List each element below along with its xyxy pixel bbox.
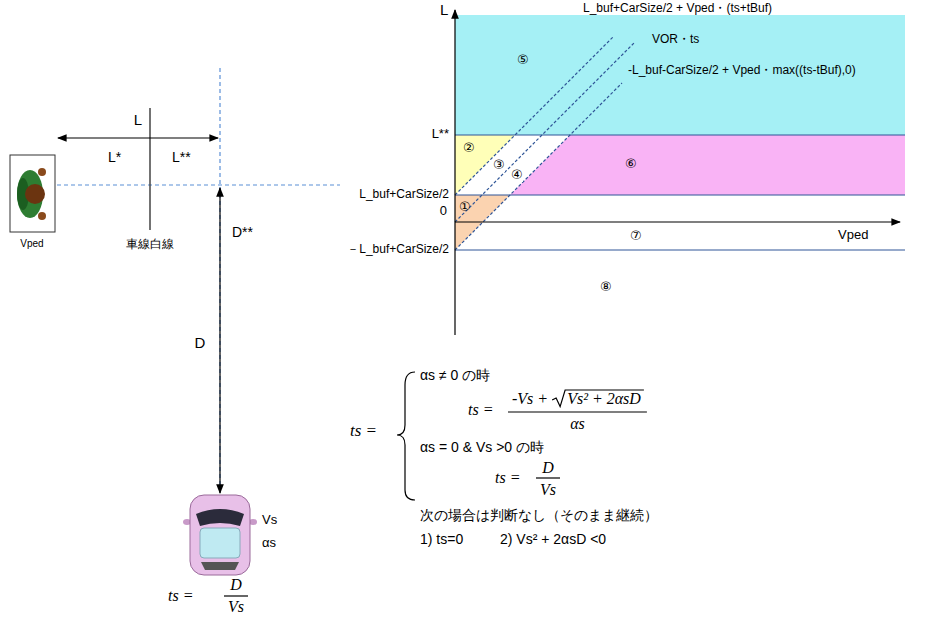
pedestrian-icon	[10, 155, 55, 232]
pedestrian-hand	[38, 212, 46, 220]
car-windshield	[196, 509, 244, 526]
car-body	[190, 495, 250, 575]
region-number: ⑤	[517, 53, 529, 67]
dimension-label: L*	[108, 150, 121, 165]
pedestrian-hand	[38, 168, 46, 176]
formula-text: D	[542, 459, 554, 477]
region-fill	[455, 15, 905, 135]
formula-text: Vs	[540, 481, 556, 499]
boundary-curve	[455, 42, 635, 222]
part-label: 車線白線	[126, 238, 174, 251]
note-text: 1) ts=0	[420, 532, 463, 547]
formula-text: Vs	[228, 598, 244, 616]
region-number: ⑦	[630, 229, 642, 243]
condition-text: αs = 0 & Vs >0 の時	[420, 440, 544, 455]
axis-tick-label: L_buf+CarSize/2	[359, 188, 449, 201]
part-label: Vped	[20, 238, 43, 249]
formula-text: ts =	[495, 469, 520, 487]
radical-sign	[552, 390, 644, 407]
fraction-bar	[536, 477, 560, 478]
region-number: ②	[463, 141, 475, 155]
region-fill	[510, 135, 905, 195]
dimension-label: L	[134, 112, 142, 129]
region-outline	[510, 135, 905, 195]
region-number: ①	[459, 200, 471, 214]
note-text: 2) Vs² + 2αsD <0	[500, 532, 606, 547]
region-number: ③	[493, 158, 505, 172]
region-number: ⑥	[625, 157, 637, 171]
fraction-bar	[508, 411, 647, 412]
level-line	[455, 250, 905, 251]
axis-tick-label: L**	[432, 127, 449, 141]
brace	[397, 372, 415, 500]
curve-label: L_buf+CarSize/2 + Vped・(ts+tBuf)	[583, 2, 772, 15]
pedestrian-head	[25, 184, 45, 204]
region-band: ⑥	[510, 135, 905, 195]
region-number: ⑧	[600, 280, 612, 294]
dimension-label: D**	[232, 225, 253, 240]
reference-line	[57, 184, 340, 185]
car-roof	[200, 528, 240, 558]
pedestrian-frame	[10, 155, 55, 232]
boundary-curve	[455, 83, 622, 250]
axis-tick-label: 0	[440, 204, 447, 218]
x-axis	[455, 221, 900, 222]
axis-tick-label: －L_buf+CarSize/2	[347, 243, 449, 256]
condition-text: αs ≠ 0 の時	[420, 368, 490, 383]
dimension-label: D	[195, 335, 206, 352]
car-rear-window	[201, 562, 239, 570]
axis-label: L	[440, 2, 448, 19]
level-line	[455, 195, 905, 196]
formula-text: ts =	[350, 422, 377, 441]
y-axis	[454, 10, 455, 335]
level-line	[455, 135, 905, 136]
note-text: 次の場合は判断なし（そのまま継続）	[420, 508, 658, 523]
formula-text: ts =	[168, 587, 193, 605]
formula-text: ts =	[468, 401, 493, 419]
car-icon	[183, 495, 257, 575]
axis-label: Vped	[838, 228, 868, 242]
formula-text: D	[230, 576, 242, 594]
variable-label: αs	[262, 536, 276, 550]
dimension-arrow	[219, 188, 220, 493]
formula-text: Vs² + 2αsD	[567, 390, 641, 408]
curve-label: -L_buf-CarSize/2 + Vped・max((ts-tBuf),0)	[628, 64, 856, 77]
curve-label: VOR・ts	[652, 33, 699, 46]
region-number: ④	[511, 168, 523, 182]
dimension-label: L**	[172, 150, 191, 165]
formula-text: -Vs +	[512, 390, 548, 408]
fraction-bar	[224, 595, 248, 596]
lane-line	[149, 108, 151, 230]
dimension-arrow	[58, 137, 218, 138]
formula-text: αs	[570, 415, 585, 433]
variable-label: Vs	[262, 513, 277, 527]
